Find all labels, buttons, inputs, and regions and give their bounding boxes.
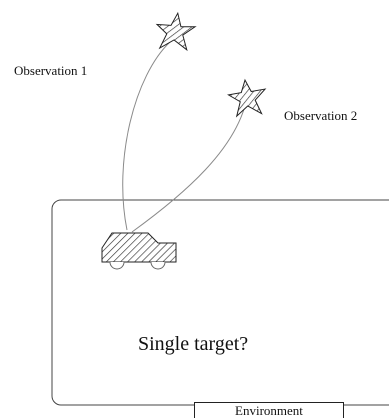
single-target-question: Single target? (138, 333, 249, 355)
observation-2-star-icon (227, 78, 267, 118)
observation-1-link (122, 41, 171, 231)
observation-2-link (131, 105, 246, 233)
observation-2-label: Observation 2 (284, 108, 358, 123)
observation-1-star-icon (155, 11, 197, 52)
environment-boundary (51, 199, 389, 406)
environment-label: Environment (194, 402, 344, 418)
target-car-icon (101, 232, 177, 270)
observation-1-label: Observation 1 (14, 63, 88, 78)
